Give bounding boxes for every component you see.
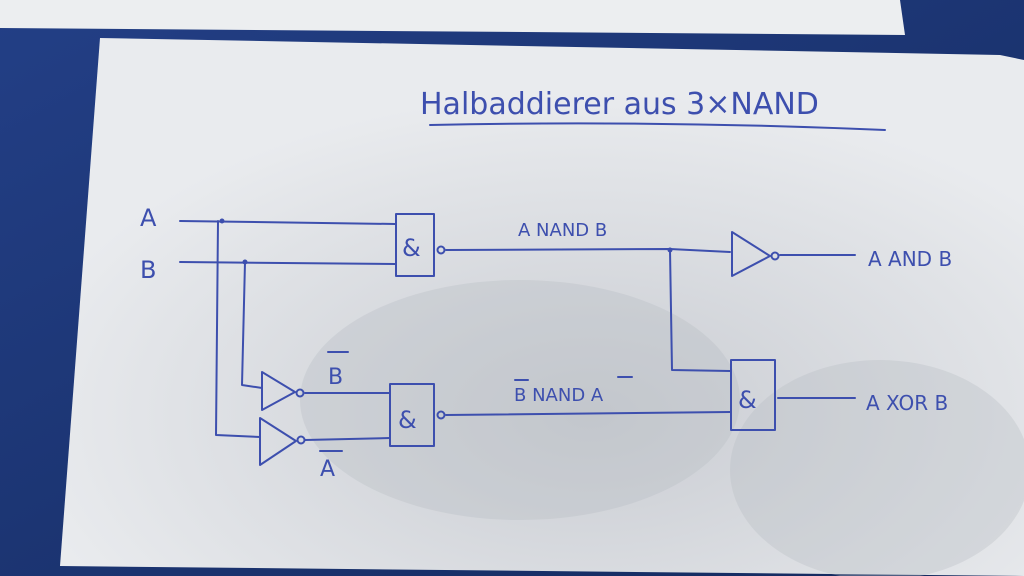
input-b-label: B — [140, 256, 156, 284]
svg-text:&: & — [402, 234, 421, 262]
diagram-title: Halbaddierer aus 3×NAND — [420, 87, 819, 122]
inverter-and-output — [731, 231, 780, 277]
inverter-a — [259, 417, 306, 466]
signal-not-b: B — [328, 365, 343, 390]
svg-text:&: & — [738, 386, 757, 414]
signal-not-a: A — [320, 457, 335, 482]
output-and-label: A AND B — [868, 247, 952, 271]
input-a-label: A — [140, 204, 157, 232]
svg-text:B NAND A: B NAND A — [514, 385, 604, 406]
svg-text:&: & — [398, 406, 417, 434]
title-underline — [429, 122, 886, 131]
nand-gate-1: & — [395, 213, 446, 277]
signal-notb-nand-nota: B NAND A — [514, 376, 633, 406]
inverter-b — [261, 371, 305, 411]
shadow — [730, 360, 1024, 576]
wires — [179, 218, 856, 441]
nand-gate-2: & — [389, 383, 446, 447]
signal-a-nand-b: A NAND B — [518, 220, 607, 241]
paper-sheet — [60, 38, 1024, 576]
paper-top — [0, 0, 905, 35]
nand-gate-3: & — [730, 359, 776, 431]
output-xor-label: A XOR B — [866, 391, 948, 415]
shadow — [300, 280, 740, 520]
